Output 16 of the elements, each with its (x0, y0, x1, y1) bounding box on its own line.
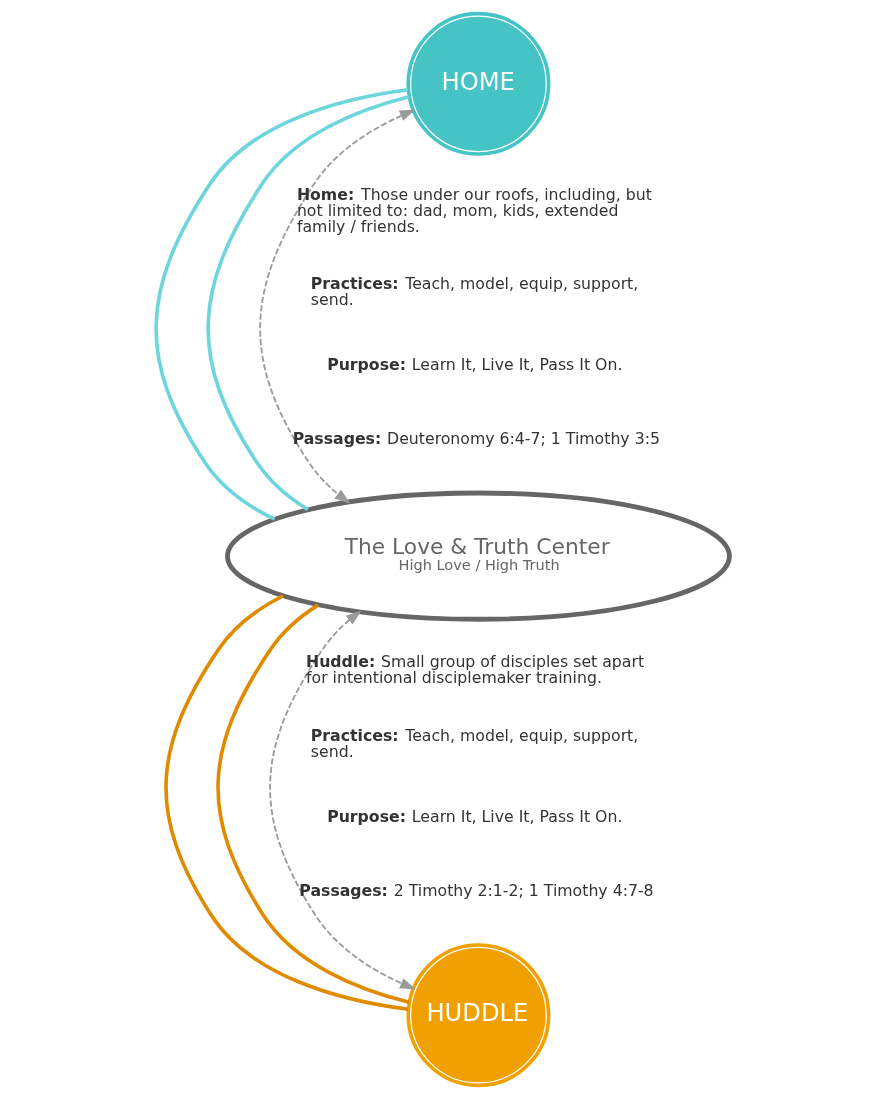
connector (153, 87, 408, 521)
label: Purpose: Learn It, Live It, Pass It On. (326, 807, 622, 827)
arrow (268, 610, 416, 990)
label: Practices: Teach, model, equip, support, send. (310, 273, 638, 309)
connector (205, 95, 410, 511)
label: Huddle: Small group of disciples set apart for intentional disciplemaker training. (305, 652, 644, 687)
arrow (258, 109, 416, 504)
label: Home: Those under our roofs, including, but not limited to: dad, mom, kids, extended family / friends. (296, 185, 652, 236)
label: Passages: 2 Timothy 2:1-2; 1 Timothy 4:7-8 (298, 880, 654, 900)
connector (215, 603, 410, 1005)
node-circle: HOME (405, 11, 550, 156)
label: Purpose: Learn It, Live It, Pass It On. (326, 354, 622, 374)
connector (163, 594, 408, 1012)
label: Passages: Deuteronomy 6:4-7; 1 Timothy 3:5 (292, 428, 660, 448)
label: Practices: Teach, model, equip, support, send. (310, 725, 638, 761)
node-circle: HUDDLE (405, 943, 550, 1088)
